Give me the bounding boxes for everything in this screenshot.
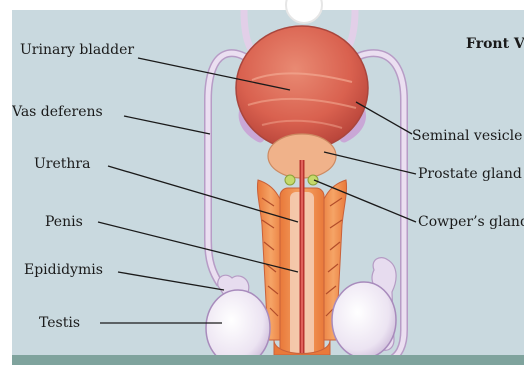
left-cowpers-gland — [285, 175, 295, 185]
urinary-bladder — [236, 26, 368, 150]
leader-epididymis — [118, 272, 224, 290]
right-cowpers-gland — [308, 175, 318, 185]
left-testis — [206, 290, 270, 365]
label-prostate-gland: Prostate gland — [418, 166, 522, 182]
label-vas-deferens: Vas deferens — [12, 104, 103, 120]
label-epididymis: Epididymis — [24, 262, 103, 278]
label-penis: Penis — [45, 214, 83, 230]
view-title: Front V — [466, 36, 524, 52]
label-seminal-vesicle: Seminal vesicle — [412, 128, 522, 144]
label-urinary-bladder: Urinary bladder — [20, 42, 134, 58]
anatomy-illustration — [12, 10, 524, 365]
right-testis — [332, 282, 396, 358]
diagram-canvas: Urinary bladder Vas deferens Urethra Pen… — [12, 10, 524, 365]
floor-band — [12, 355, 524, 365]
label-urethra: Urethra — [34, 156, 90, 172]
label-testis: Testis — [39, 315, 80, 331]
leader-vas-deferens — [124, 116, 210, 134]
label-cowpers-gland: Cowper’s gland — [418, 214, 524, 230]
